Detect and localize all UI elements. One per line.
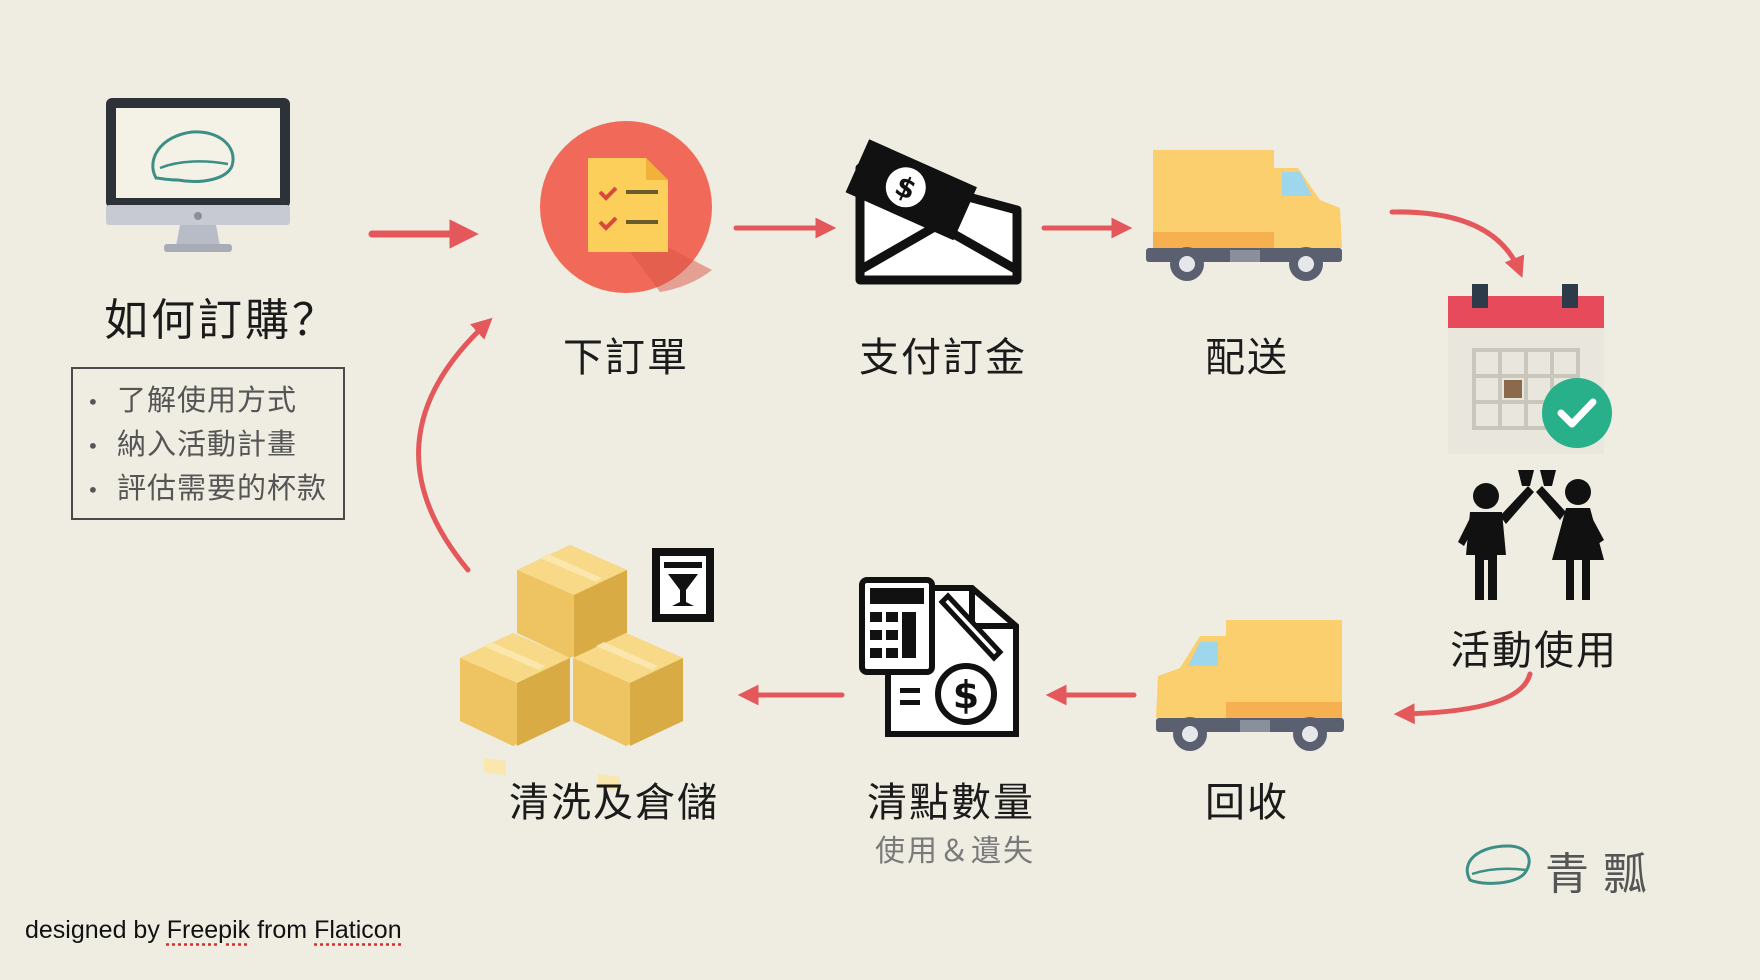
bullet-icon: • (87, 434, 100, 458)
step-label-collection: 回收 (1205, 780, 1289, 826)
arrow-delivery-to-event (1389, 209, 1525, 278)
page-title: 如何訂購？ (104, 295, 339, 346)
money-envelope-icon: $ (845, 139, 1022, 285)
people-toasting-icon (1458, 470, 1604, 600)
svg-text:$: $ (953, 673, 979, 717)
credit-author-link[interactable]: Freepik (166, 916, 251, 944)
step-label-order: 下訂單 (563, 335, 689, 381)
notes-box: •了解使用方式 •納入活動計畫 •評估需要的杯款 (71, 367, 345, 520)
order-document-icon (540, 121, 712, 293)
step-label-payment: 支付訂金 (859, 335, 1027, 381)
delivery-truck-icon (1146, 150, 1342, 281)
brand-name: 青瓢 (1545, 849, 1661, 900)
credit-line: designed by Freepik from Flaticon (25, 916, 402, 944)
arrow-washing-to-order (416, 317, 493, 573)
step-sublabel-counting: 使用＆遺失 (875, 834, 1035, 869)
gourd-logo-icon (1465, 844, 1531, 885)
calculator-invoice-icon: $ (859, 577, 1019, 737)
calendar-check-icon (1448, 284, 1612, 454)
computer-monitor-icon (106, 98, 290, 252)
bullet-icon: • (87, 478, 100, 502)
collection-truck-icon (1156, 620, 1344, 751)
arrow-event-to-collection (1393, 671, 1533, 725)
bullet-icon: • (87, 390, 100, 414)
step-label-counting: 清點數量 (867, 780, 1035, 826)
drink-sign-icon (652, 548, 714, 622)
step-label-delivery: 配送 (1205, 335, 1289, 381)
step-label-event-use: 活動使用 (1450, 628, 1618, 674)
note-item: •評估需要的杯款 (87, 467, 343, 511)
note-item: •納入活動計畫 (87, 423, 343, 467)
step-label-washing: 清洗及倉儲 (509, 780, 719, 826)
flow-arrows (368, 209, 1533, 725)
credit-source-link[interactable]: Flaticon (314, 916, 402, 944)
boxes-storage-icon (460, 545, 714, 792)
note-item: •了解使用方式 (87, 379, 343, 423)
